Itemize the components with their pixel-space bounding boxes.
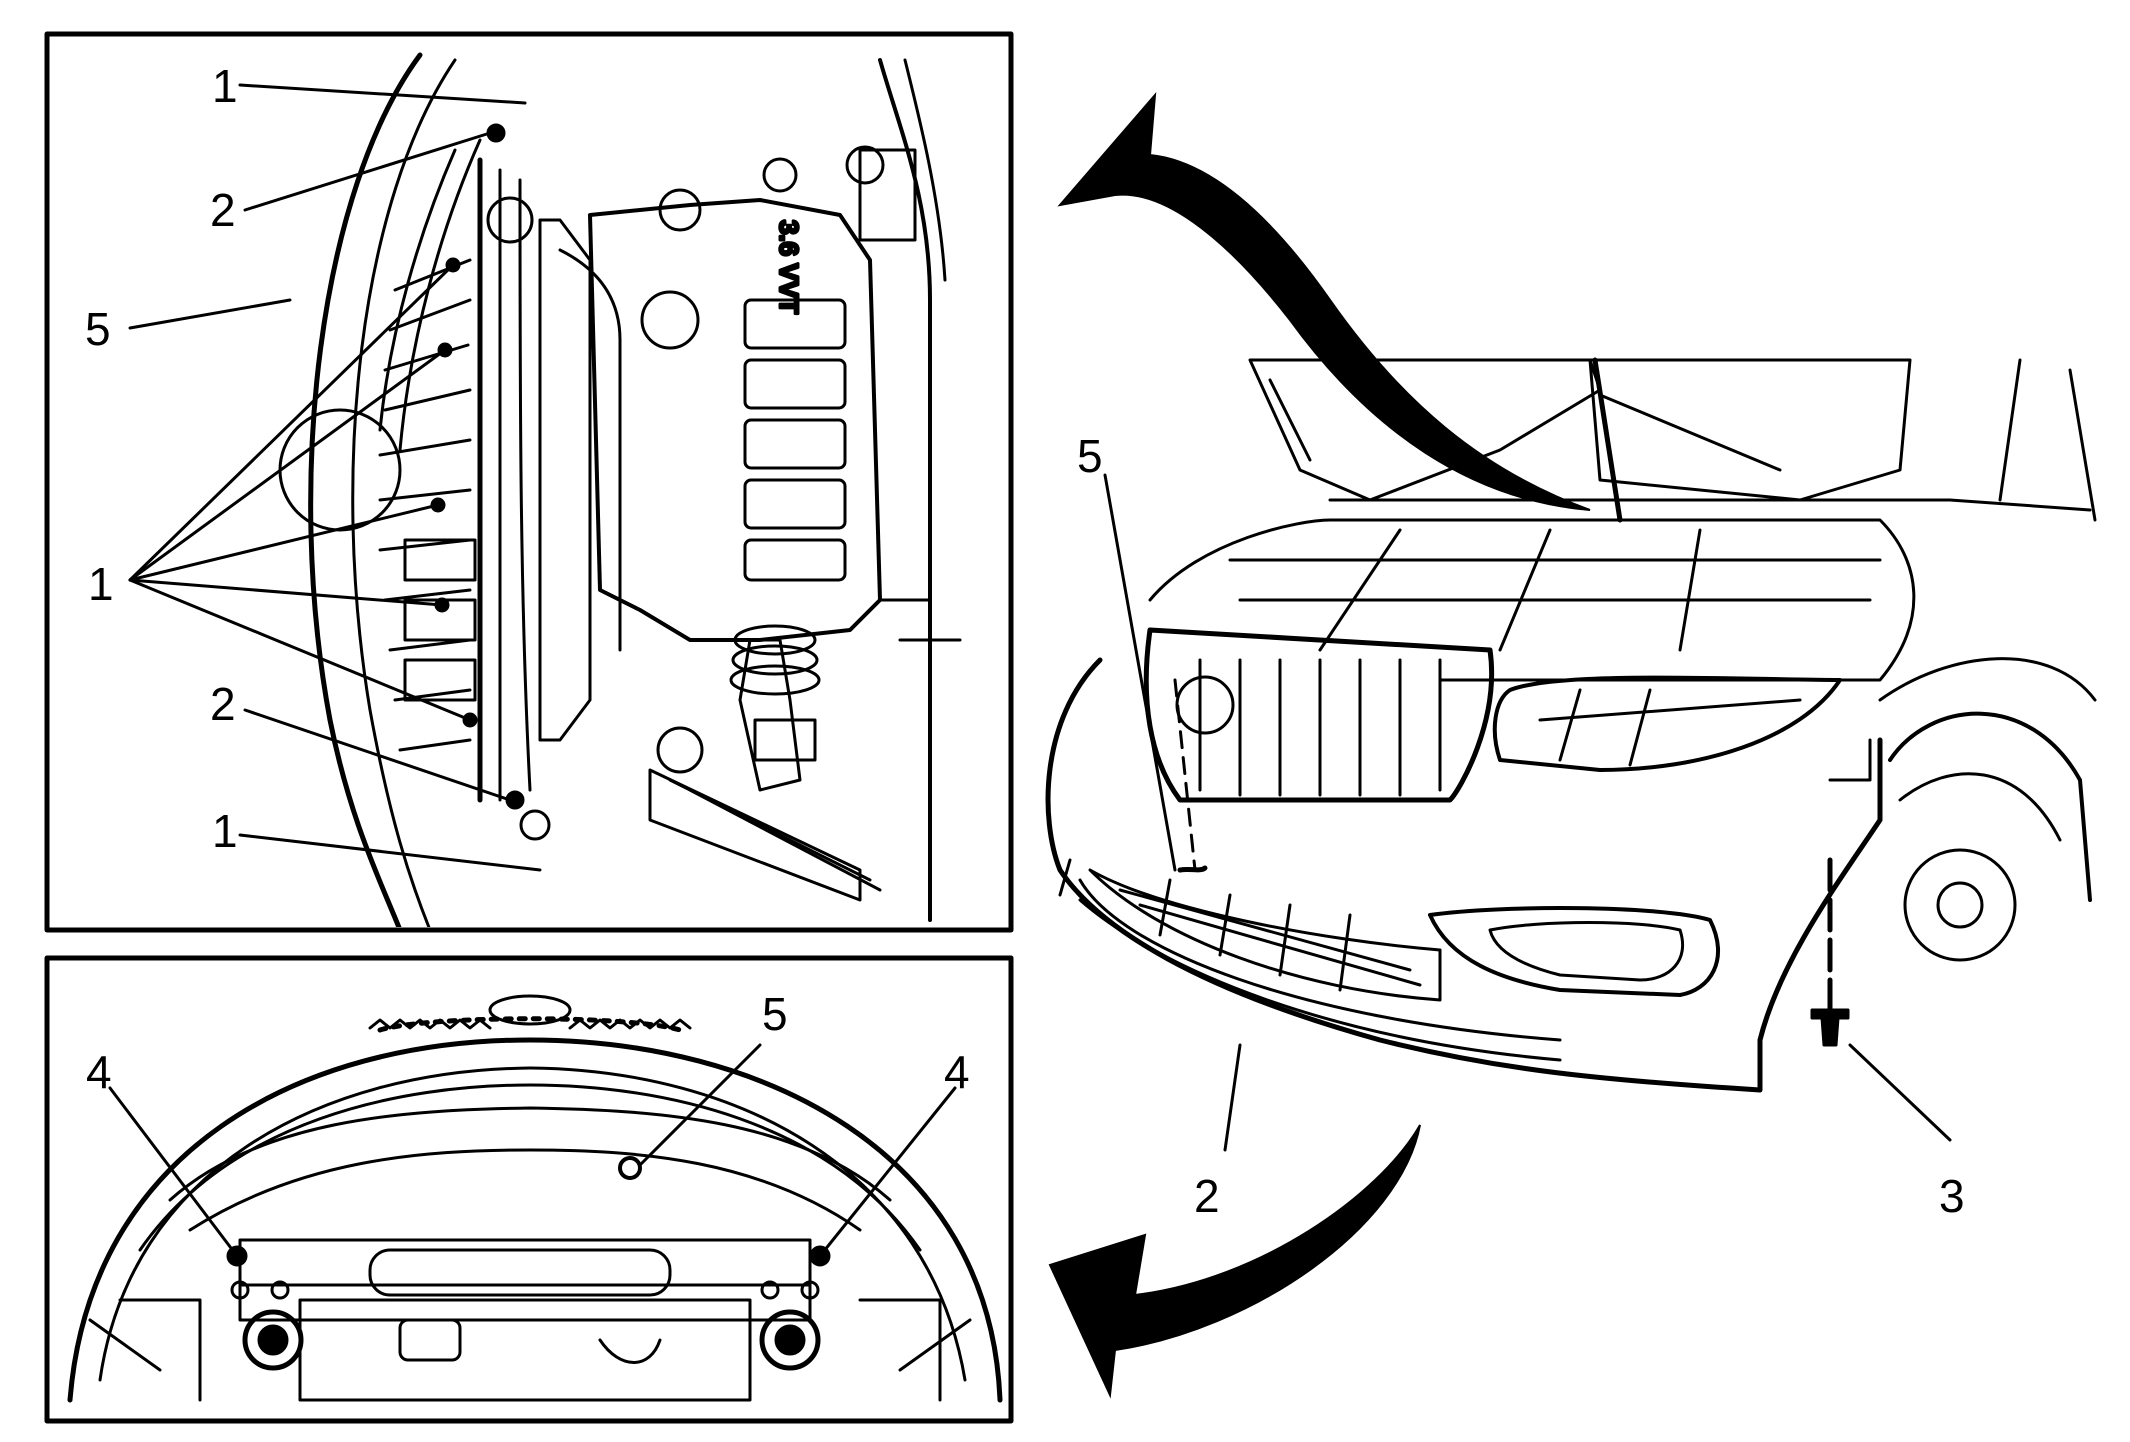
callout-main-5: 5 bbox=[1077, 430, 1103, 482]
vehicle-front-perspective bbox=[1045, 357, 2097, 1093]
fascia-outline bbox=[67, 1037, 1003, 1403]
lower-arrow bbox=[1048, 1124, 1421, 1399]
front-fascia bbox=[1045, 657, 1883, 1093]
headlamp bbox=[1492, 675, 1842, 772]
engine-bay-top-view: 3.6 VVT bbox=[44, 31, 1014, 933]
engine-cover bbox=[588, 198, 882, 642]
leader-lines bbox=[108, 83, 1952, 1258]
callout-main-3: 3 bbox=[1939, 1170, 1965, 1222]
oil-cap bbox=[640, 290, 700, 350]
upper-arrow bbox=[1057, 92, 1591, 511]
fascia-underside-view bbox=[44, 955, 1014, 1424]
grille-emblem bbox=[1175, 675, 1235, 735]
left-tow-hook-mount bbox=[242, 1309, 304, 1371]
callout-bottom-5: 5 bbox=[762, 988, 788, 1040]
inset-frame-bottom bbox=[44, 955, 1014, 1424]
callout-top-2a: 2 bbox=[210, 184, 236, 236]
callout-top-2b: 2 bbox=[210, 678, 236, 730]
front-grille bbox=[1143, 627, 1494, 803]
reservoir-cap bbox=[486, 196, 534, 244]
grille-emblem-top bbox=[488, 994, 572, 1026]
wheel-arch bbox=[1888, 711, 2092, 902]
fascia-inner-arc bbox=[351, 58, 457, 927]
callout-bottom-4-left: 4 bbox=[86, 1046, 112, 1098]
callout-main-2: 2 bbox=[1194, 1170, 1220, 1222]
callout-top-1-fan: 1 bbox=[88, 558, 114, 610]
callout-bottom-4-right: 4 bbox=[944, 1046, 970, 1098]
fascia-arc bbox=[308, 52, 423, 927]
intake-rib bbox=[743, 298, 847, 350]
hood-prop-rod bbox=[1592, 357, 1623, 523]
engine-cover-label: 3.6 VVT bbox=[774, 220, 804, 314]
inset-frame-top bbox=[44, 31, 1014, 933]
removal-direction-arrows bbox=[1048, 92, 1591, 1399]
fog-lamp-bezel bbox=[1428, 906, 1721, 997]
right-tow-hook-mount bbox=[759, 1309, 821, 1371]
callout-top-5: 5 bbox=[85, 303, 111, 355]
lower-grille bbox=[1088, 868, 1442, 1002]
fastener-3 bbox=[1810, 1008, 1850, 1047]
grille-slats bbox=[378, 138, 482, 752]
callout-labels: 1 2 5 1 2 1 4 5 4 5 2 3 bbox=[85, 60, 1965, 1222]
callout-top-1b: 1 bbox=[212, 805, 238, 857]
open-hood-right bbox=[1588, 358, 1912, 502]
brake-rotor bbox=[1903, 848, 2017, 962]
callout-top-1a: 1 bbox=[212, 60, 238, 112]
